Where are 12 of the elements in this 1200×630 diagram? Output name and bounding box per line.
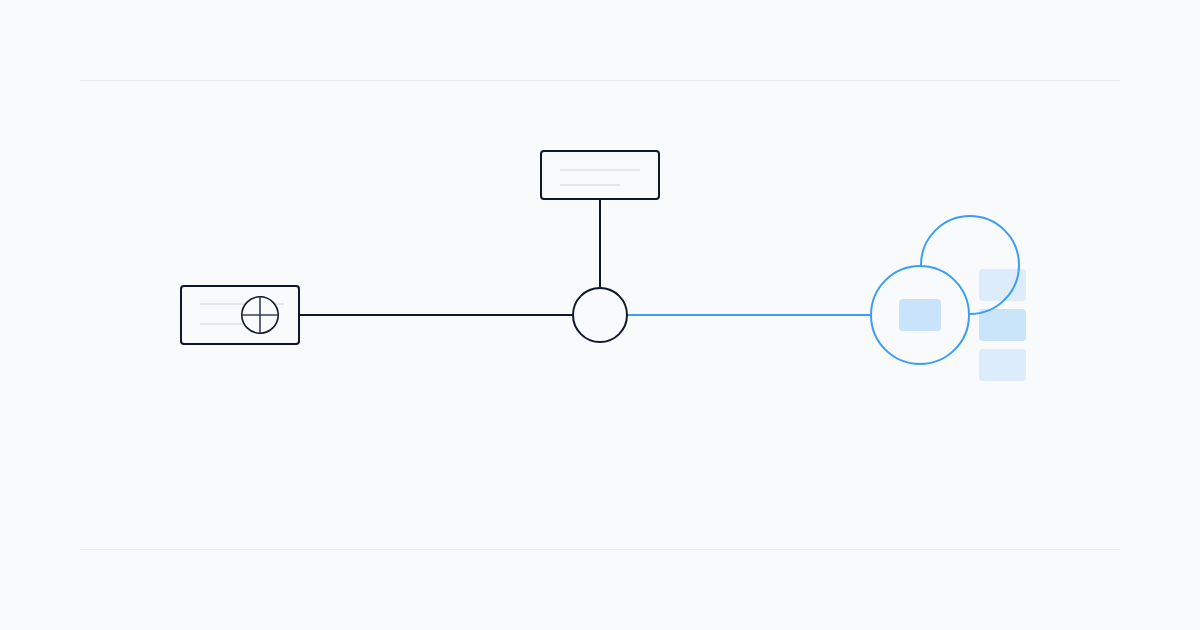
- node-circle: [870, 265, 970, 365]
- connector-line: [299, 314, 573, 316]
- process-box: [540, 150, 660, 200]
- filled-block: [899, 299, 941, 331]
- connector-line: [627, 314, 871, 316]
- filled-block: [979, 349, 1026, 381]
- junction-circle: [572, 287, 628, 343]
- connector-line: [599, 199, 601, 288]
- process-box: [180, 285, 300, 345]
- node-circle: [920, 215, 1020, 315]
- filled-block: [979, 309, 1026, 341]
- filled-block: [979, 269, 1026, 301]
